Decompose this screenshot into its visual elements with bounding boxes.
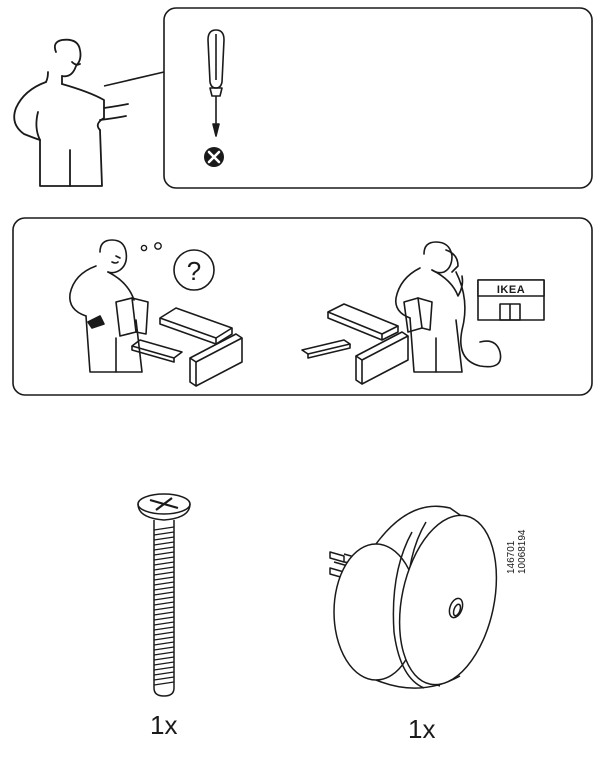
part-number-secondary: 10068194 — [517, 529, 528, 575]
phillips-screwdriver-icon — [207, 29, 225, 137]
question-glyph: ? — [187, 256, 201, 286]
part-number-primary: 146701 — [506, 540, 517, 574]
furniture-parts-icon — [131, 307, 243, 387]
screw-icon — [137, 493, 191, 697]
screw-quantity: 1x — [150, 710, 178, 740]
part-number-label: 146701 10068194 — [506, 530, 528, 575]
store-sign: IKEA — [497, 284, 525, 296]
cross-not-allowed-icon — [204, 147, 224, 167]
help-panel: ? — [12, 217, 593, 396]
confused-man-icon — [69, 239, 149, 373]
question-mark-icon: ? — [173, 249, 215, 291]
phone-man-icon — [394, 241, 502, 373]
store-icon: IKEA — [477, 279, 545, 321]
connector-quantity: 1x — [408, 714, 436, 744]
furniture-parts-icon — [301, 303, 409, 385]
ikea-man-icon — [13, 38, 129, 187]
round-knob-connector-icon — [329, 505, 498, 689]
tools-speech-bubble — [163, 7, 593, 189]
tools-panel — [13, 7, 593, 189]
